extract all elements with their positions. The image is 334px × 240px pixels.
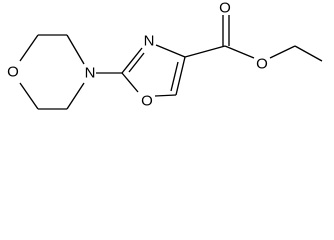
bond-oxazole-c5-o1 — [154, 94, 177, 97]
oxazole-oxygen-label: O — [141, 93, 153, 110]
bond-morpholine-nitrogen-lower-right-carbon — [66, 82, 85, 110]
bond-oxazole-c4-carbonyl-carbon — [184, 45, 226, 58]
carbonyl-oxygen-label: O — [219, 0, 231, 17]
oxazole-ring-bonds — [121, 44, 186, 97]
bond-morpholine-lower-left-carbon-o — [19, 82, 39, 110]
oxazole-nitrogen-label: N — [144, 33, 155, 50]
bond-carbonyl-carbon-ester-oxygen — [224, 45, 255, 59]
ester-bonds — [184, 15, 323, 62]
bond-oxazole-c2-n3-outer — [121, 47, 143, 74]
morpholine-oxygen-label: O — [7, 64, 19, 81]
bond-morpholine-o-upper-carbon — [19, 34, 39, 62]
bond-ester-oxygen-methylene — [269, 45, 296, 59]
bond-oxazole-o1-c2 — [121, 72, 139, 93]
bond-oxazole-c4-c5-outer — [175, 56, 186, 96]
bond-oxazole-c4-c5-inner — [170, 61, 179, 92]
morpholine-nitrogen-label: N — [85, 65, 96, 82]
morpholine-ring-bonds — [19, 34, 85, 110]
ester-oxygen-label: O — [256, 56, 268, 73]
bond-oxazole-n3-c4 — [155, 44, 186, 58]
bond-methylene-methyl — [294, 45, 323, 62]
chemical-structure-diagram: O N N O O O — [7, 0, 323, 110]
bond-morpholine-upper-right-carbon-nitrogen — [66, 34, 85, 65]
atom-labels: O N N O O O — [7, 0, 268, 110]
bond-oxazole-c2-n3-inner — [128, 52, 145, 73]
